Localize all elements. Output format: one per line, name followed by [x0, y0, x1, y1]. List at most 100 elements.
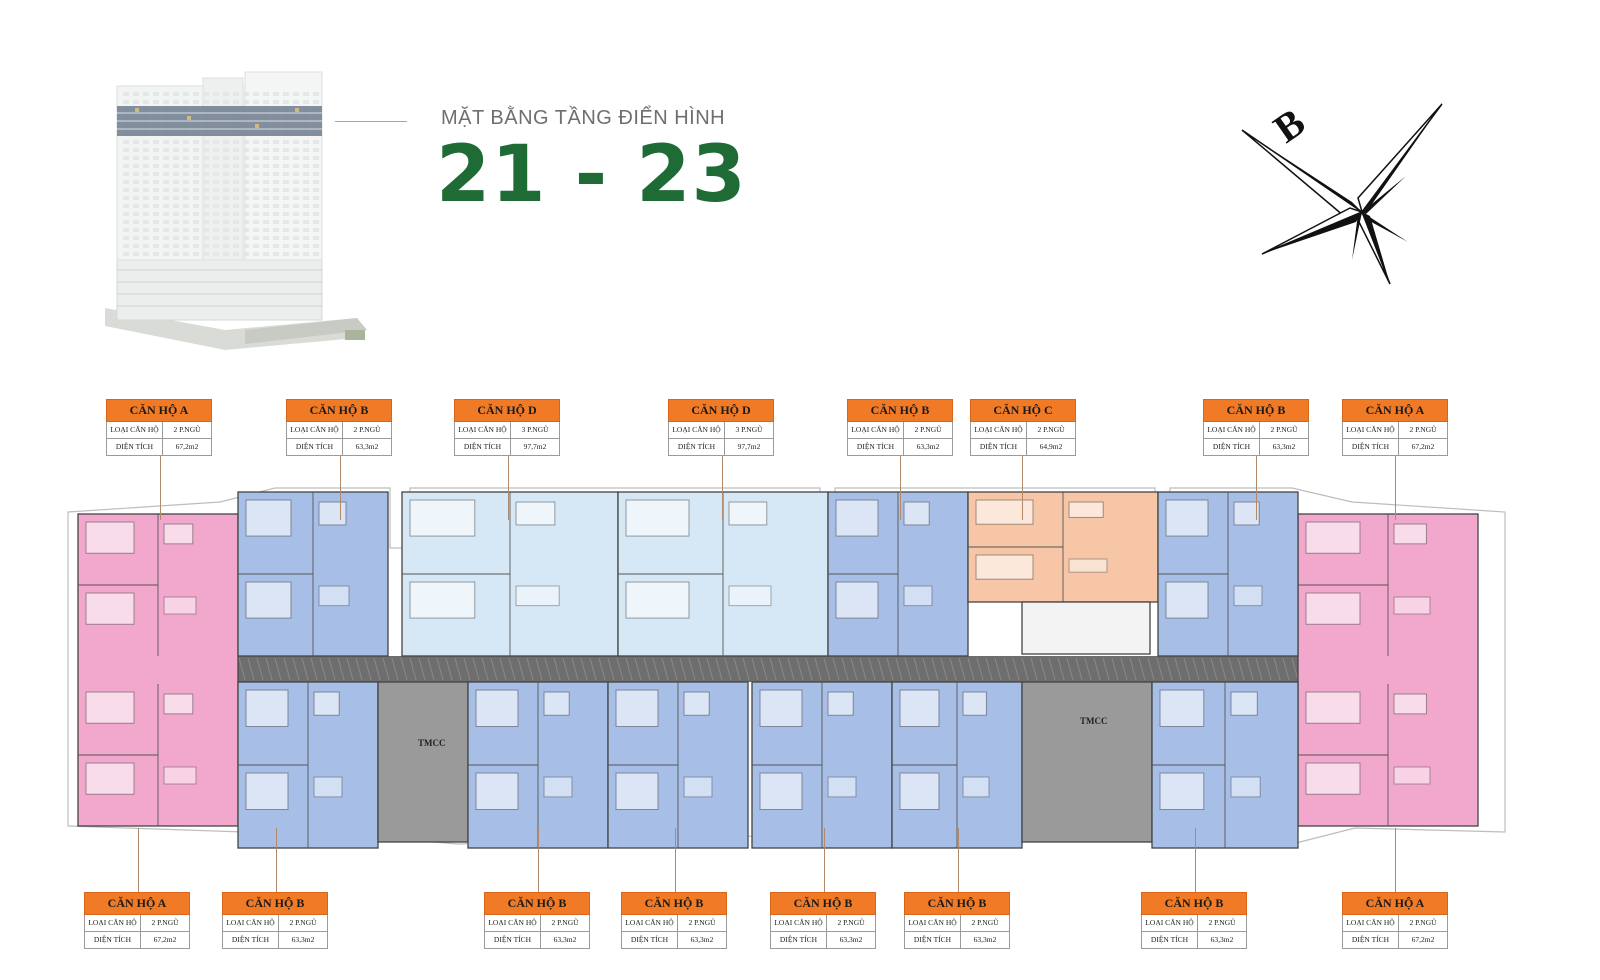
unit-area-label: DIỆN TÍCH — [971, 439, 1027, 455]
unit-type-label: LOẠI CĂN HỘ — [455, 422, 511, 438]
unit-area-label: DIỆN TÍCH — [669, 439, 725, 455]
unit-area-label: DIỆN TÍCH — [85, 932, 141, 948]
unit-area-row: DIỆN TÍCH 64,9m2 — [970, 439, 1076, 456]
unit-area-row: DIỆN TÍCH 67,2m2 — [106, 439, 212, 456]
unit-area-row: DIỆN TÍCH 63,3m2 — [770, 932, 876, 949]
unit-type-value: 2 P.NGŨ — [688, 918, 716, 927]
unit-area-row: DIỆN TÍCH 67,2m2 — [1342, 439, 1448, 456]
unit-type-value: 2 P.NGŨ — [837, 918, 865, 927]
unit-type-value: 2 P.NGŨ — [353, 425, 381, 434]
unit-type-row: LOẠI CĂN HỘ 2 P.NGŨ — [621, 915, 727, 932]
unit-area-label: DIỆN TÍCH — [1204, 439, 1260, 455]
unit-type-row: LOẠI CĂN HỘ 2 P.NGŨ — [1141, 915, 1247, 932]
unit-area-label: DIỆN TÍCH — [622, 932, 678, 948]
stair-core-west — [377, 681, 469, 843]
unit-type-label: LOẠI CĂN HỘ — [1142, 915, 1198, 931]
unit-area-label: DIỆN TÍCH — [107, 439, 163, 455]
unit-type-label: LOẠI CĂN HỘ — [1204, 422, 1260, 438]
unit-area-label: DIỆN TÍCH — [1343, 439, 1399, 455]
plan-subtitle: MẶT BẰNG TẦNG ĐIỂN HÌNH — [441, 107, 726, 129]
unit-type-label: LOẠI CĂN HỘ — [223, 915, 279, 931]
compass-icon: B — [1241, 99, 1443, 285]
unit-type-value: 2 P.NGŨ — [1270, 425, 1298, 434]
unit-name: CĂN HỘ B — [222, 892, 328, 915]
unit-area-label: DIỆN TÍCH — [485, 932, 541, 948]
card-leader-line — [538, 828, 539, 892]
unit-type-value: 2 P.NGŨ — [1037, 425, 1065, 434]
card-leader-line — [340, 456, 341, 520]
unit-area-value: 63,3m2 — [1210, 935, 1234, 944]
unit-type-label: LOẠI CĂN HỘ — [669, 422, 725, 438]
card-leader-line — [1022, 456, 1023, 520]
room-partitions — [968, 492, 1108, 602]
unit-type-label: LOẠI CĂN HỘ — [905, 915, 961, 931]
unit-type-value: 3 P.NGŨ — [521, 425, 549, 434]
unit-name: CĂN HỘ D — [454, 399, 560, 422]
unit-area-value: 63,3m2 — [355, 442, 379, 451]
card-leader-line — [722, 456, 723, 520]
unit-area-label: DIỆN TÍCH — [287, 439, 343, 455]
card-leader-line — [138, 828, 139, 892]
room-partitions — [1298, 514, 1431, 656]
unit-name: CĂN HỘ A — [106, 399, 212, 422]
unit-name: CĂN HỘ B — [847, 399, 953, 422]
card-leader-line — [276, 828, 277, 892]
unit-type-value: 2 P.NGŨ — [1208, 918, 1236, 927]
unit-area-value: 63,3m2 — [839, 935, 863, 944]
unit-type-row: LOẠI CĂN HỘ 2 P.NGŨ — [1203, 422, 1309, 439]
unit-type-row: LOẠI CĂN HỘ 3 P.NGŨ — [454, 422, 560, 439]
unit-area-label: DIỆN TÍCH — [905, 932, 961, 948]
unit-area-label: DIỆN TÍCH — [223, 932, 279, 948]
unit-type-label: LOẠI CĂN HỘ — [848, 422, 904, 438]
unit-name: CĂN HỘ B — [1141, 892, 1247, 915]
unit-area-value: 67,2m2 — [175, 442, 199, 451]
unit-type-value: 2 P.NGŨ — [151, 918, 179, 927]
card-leader-line — [1256, 456, 1257, 520]
unit-type-value: 2 P.NGŨ — [1409, 425, 1437, 434]
room-partitions — [892, 682, 990, 848]
room-partitions — [1298, 684, 1431, 826]
unit-area-value: 97,7m2 — [737, 442, 761, 451]
room-partitions — [1158, 492, 1263, 656]
room-partitions — [618, 492, 772, 656]
unit-type-label: LOẠI CĂN HỘ — [971, 422, 1027, 438]
unit-area-value: 67,2m2 — [1411, 442, 1435, 451]
room-partitions — [238, 492, 350, 656]
room-partitions — [78, 684, 197, 826]
unit-area-label: DIỆN TÍCH — [771, 932, 827, 948]
compass-letter: B — [1265, 99, 1313, 151]
unit-area-value: 64,9m2 — [1039, 442, 1063, 451]
floor-range: 21 - 23 — [436, 130, 747, 220]
card-leader-line — [900, 456, 901, 520]
floor-plan: TMCC TMCC — [67, 487, 1506, 849]
unit-name: CĂN HỘ B — [1203, 399, 1309, 422]
unit-type-label: LOẠI CĂN HỘ — [622, 915, 678, 931]
elevator-core-north — [1021, 601, 1151, 655]
